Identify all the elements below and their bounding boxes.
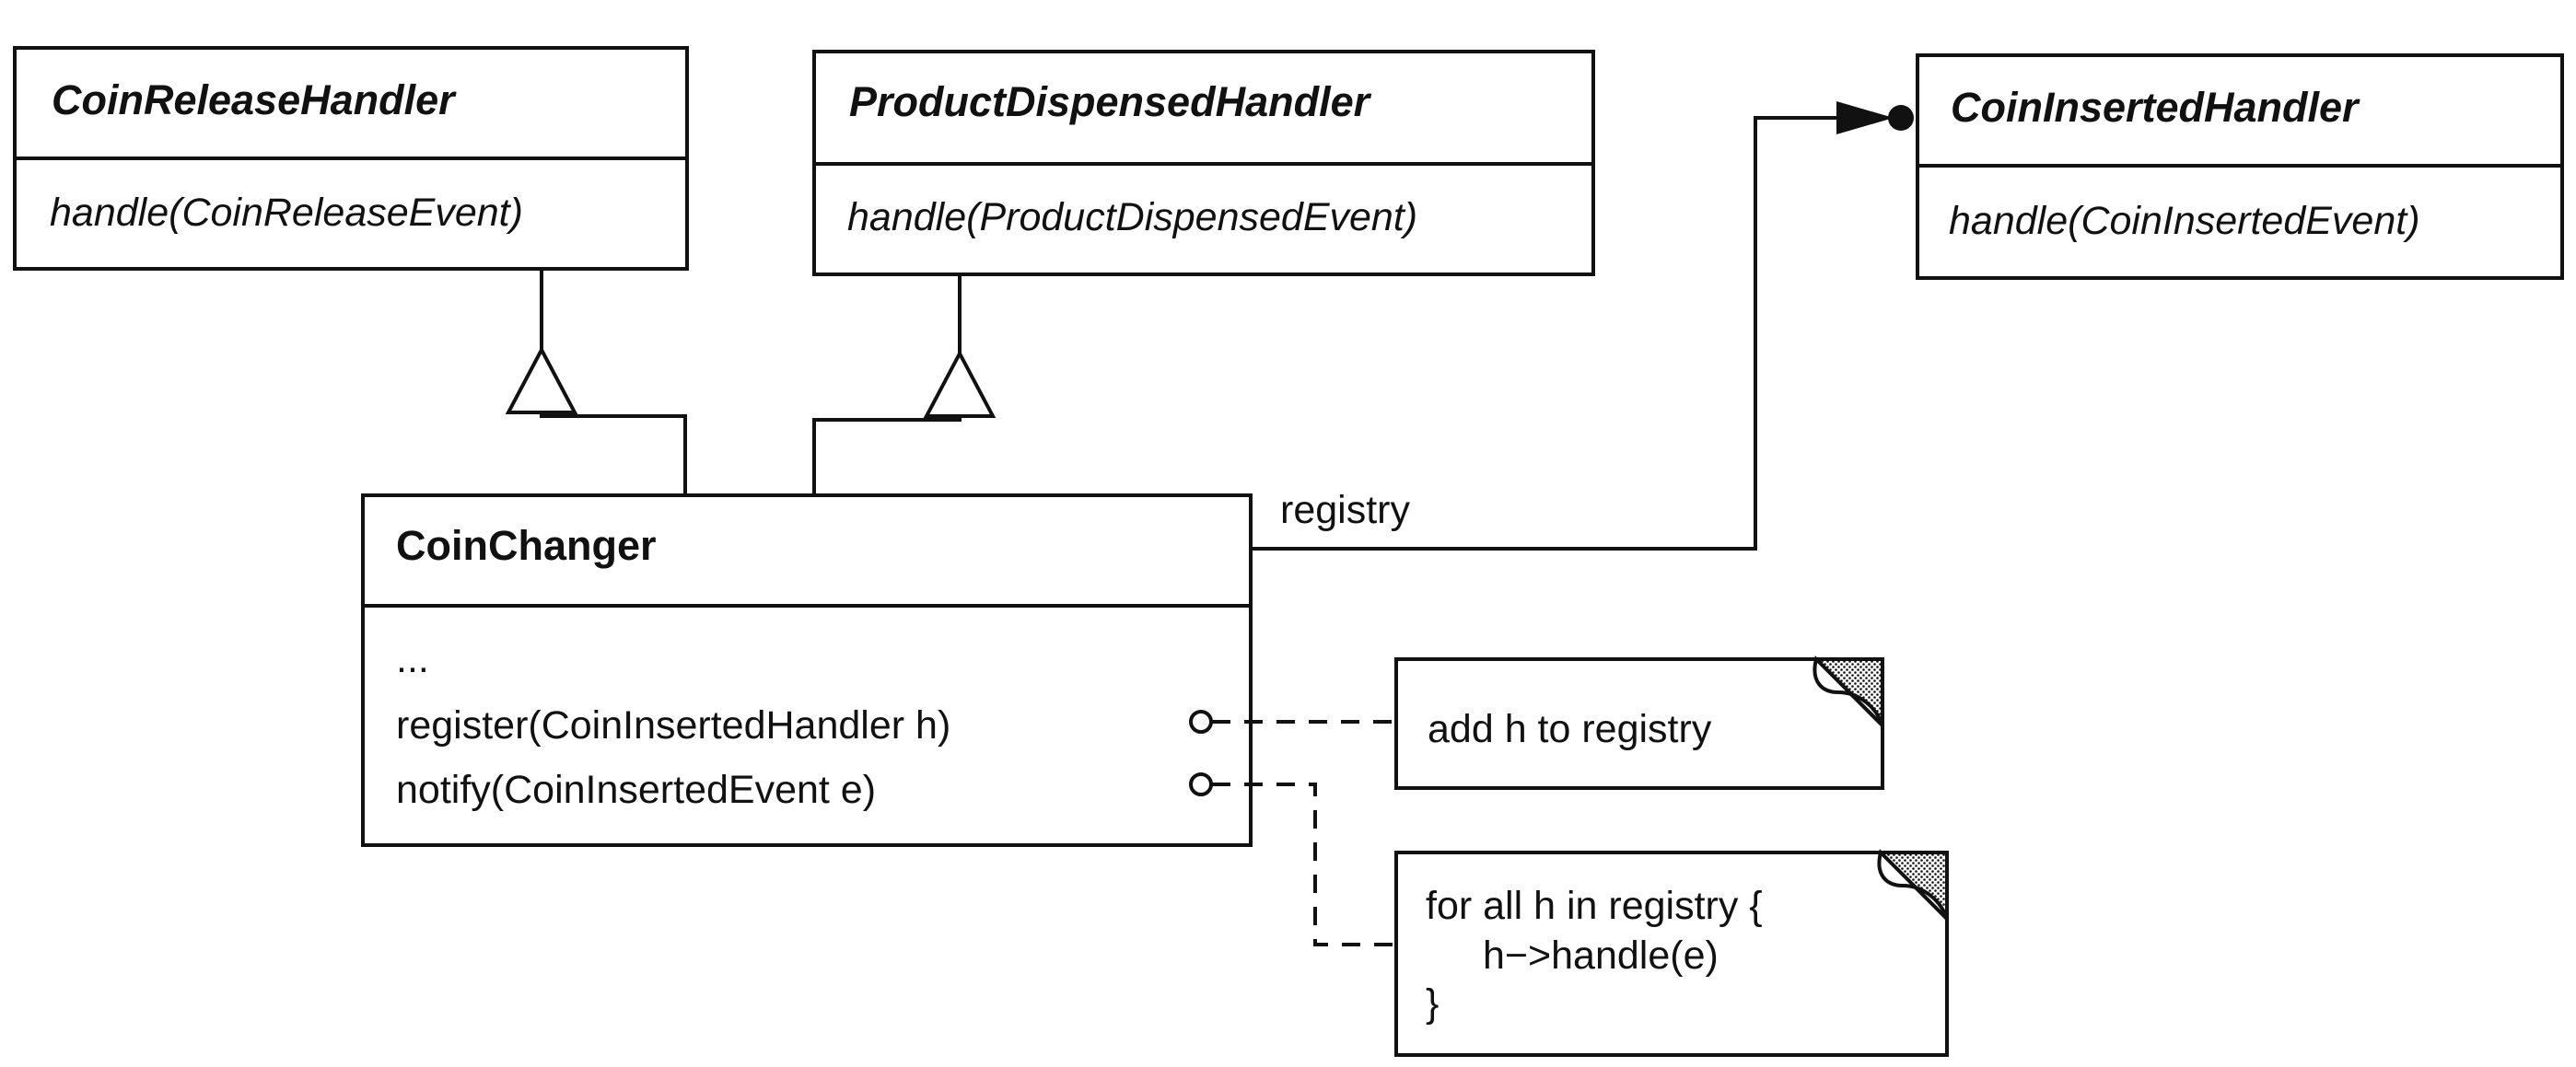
note-notify-connector (1212, 783, 1396, 946)
class-coin-release-handler-name: CoinReleaseHandler (52, 76, 457, 123)
note-notify-text-line3: } (1426, 981, 1439, 1026)
association-registry-arrowhead (1836, 101, 1894, 134)
note-register: add h to registry (1189, 655, 1884, 790)
class-coin-release-handler: CoinReleaseHandler handle(CoinReleaseEve… (13, 46, 689, 271)
note-notify-anchor-icon (1189, 772, 1213, 796)
note-notify-folded-corner (1877, 849, 1949, 921)
class-coin-changer-ellipsis: ... (396, 637, 429, 681)
class-coin-changer-frame (361, 493, 1253, 847)
class-coin-changer-op-notify: notify(CoinInsertedEvent e) (396, 768, 876, 812)
note-notify: for all h in registry { h−>handle(e) } (1189, 772, 1949, 1057)
inheritance-coin-release-handler (505, 269, 687, 495)
class-coin-inserted-handler-operation: handle(CoinInsertedEvent) (1949, 199, 2420, 243)
note-register-anchor-icon (1189, 710, 1213, 734)
class-coin-changer: CoinChanger ... register(CoinInsertedHan… (361, 493, 1253, 847)
note-register-folded-corner (1813, 655, 1884, 727)
inheritance-product-dispensed-connector (812, 416, 962, 495)
class-product-dispensed-handler-name: ProductDispensedHandler (849, 78, 1372, 125)
class-coin-changer-op-register: register(CoinInsertedHandler h) (396, 703, 950, 748)
note-register-text: add h to registry (1428, 707, 1712, 751)
association-registry: registry (1251, 101, 1914, 551)
inheritance-coin-release-connector (540, 412, 687, 495)
inheritance-product-dispensed-handler (812, 274, 997, 495)
note-notify-text-line2: h−>handle(e) (1483, 934, 1719, 978)
class-product-dispensed-handler: ProductDispensedHandler handle(ProductDi… (812, 50, 1595, 276)
association-registry-multiplicity-dot (1888, 105, 1914, 131)
class-coin-changer-name: CoinChanger (396, 522, 657, 569)
note-notify-frame (1394, 851, 1949, 1057)
class-coin-release-handler-operation: handle(CoinReleaseEvent) (50, 191, 523, 235)
class-product-dispensed-handler-operation: handle(ProductDispensedEvent) (847, 195, 1417, 239)
association-registry-label: registry (1280, 488, 1410, 532)
inheritance-product-dispensed-triangle (923, 349, 997, 418)
class-coin-inserted-handler: CoinInsertedHandler handle(CoinInsertedE… (1916, 53, 2564, 280)
inheritance-coin-release-triangle (505, 345, 578, 414)
association-registry-line (1251, 116, 1836, 551)
note-notify-text-line1: for all h in registry { (1426, 884, 1763, 928)
class-coin-inserted-handler-name: CoinInsertedHandler (1951, 84, 2360, 131)
note-register-frame (1394, 657, 1884, 790)
